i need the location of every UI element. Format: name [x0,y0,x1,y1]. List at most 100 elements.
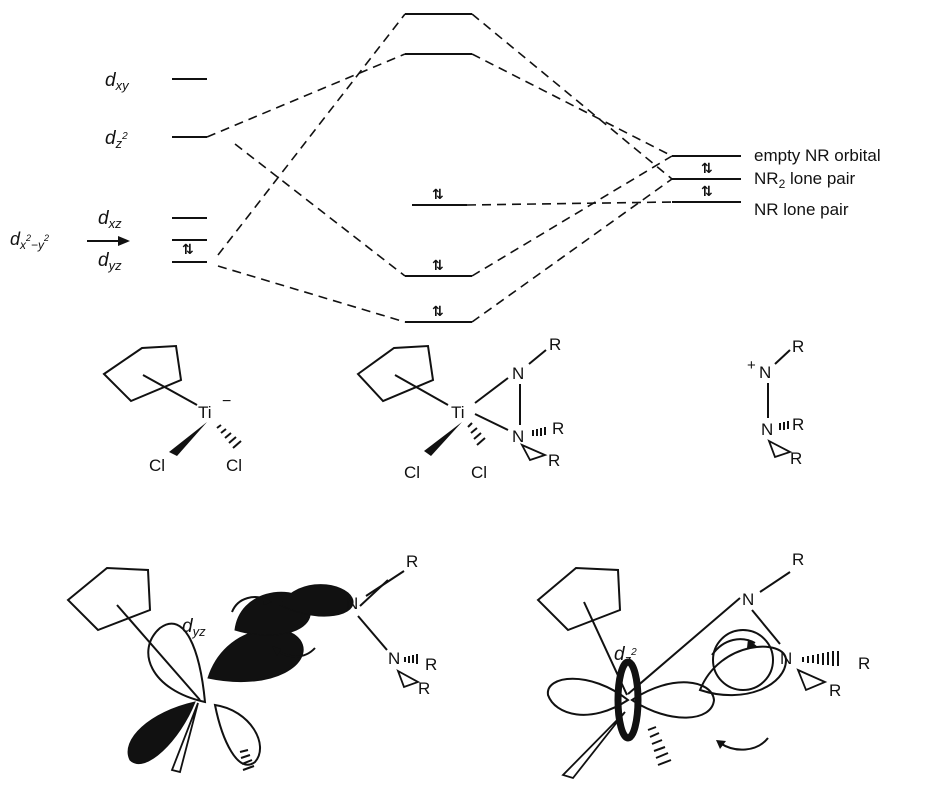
n-r-bond-4a [365,570,405,597]
r-upper-3: R [792,337,804,356]
r-lower-4: R [418,679,430,698]
label-dyz: dyz [98,250,122,273]
dz2-lobe-right [630,681,716,719]
hash-cl-right-1 [216,424,242,449]
n-upper-5: N [742,590,754,609]
cp-ti-bond-2 [394,374,449,406]
dyz-lobe-upper-left [147,622,207,704]
dz2-torus [614,658,642,742]
r-lower-5: R [829,681,841,700]
ti-n-upper-bond [474,377,509,404]
hash-cl-right-2 [467,422,486,446]
sketch-label-dz2: dz2 [614,644,637,667]
n-r-bond-2a [528,349,547,365]
n-lower-3: N [761,420,773,439]
spin-pair-nr2: ⇅ [701,161,713,177]
structure-nr-nr2-cation: + N R N R R [747,337,804,468]
ti-atom-2: Ti [451,403,465,422]
spin-pair-dx2y2: ⇅ [182,242,194,258]
r-right-3: R [792,415,804,434]
hash-lower-4 [647,726,672,766]
n-lone-pair-circle [712,629,774,691]
label-dx2y2: dx2−y2 [10,229,49,252]
hash-n-r-4 [404,654,418,664]
dz2-lobe-left [546,677,630,716]
cl-right-2: Cl [471,463,487,482]
n-p-lobe-sketch [698,645,788,697]
cl-left-2: Cl [404,463,420,482]
correlation-lines [206,13,673,323]
n-n-bond-5 [751,609,781,645]
corr-mo5-to-nr2 [471,178,673,323]
label-dxy: dxy [105,70,130,93]
spin-pair-mo3: ⇅ [432,187,444,203]
spin-pair-mo4: ⇅ [432,258,444,274]
wedge-lower-3 [170,702,199,774]
cp-ti-bond-1 [142,374,198,406]
right-levels [672,155,741,203]
corr-mo2-to-empty [471,53,673,157]
label-empty-nr-orbital: empty NR orbital [754,146,881,165]
electron-pairs: ⇅ ⇅ ⇅ ⇅ ⇅ ⇅ [182,161,713,320]
arrowhead-top-3 [262,596,272,605]
wedge-n-r-5 [796,668,828,692]
right-orbital-labels: empty NR orbital NR2 lone pair NR lone p… [754,146,881,219]
cp-ring-2 [356,344,435,403]
ti-charge-minus: − [222,393,231,410]
r-right-2: R [552,419,564,438]
ti-atom-1: Ti [198,403,212,422]
cp-ring-1 [102,344,183,403]
cp-ti-line-3 [116,604,201,701]
label-nr2-lone-pair: NR2 lone pair [754,169,856,191]
ti-n-lower-bond [474,413,509,431]
n-upper-3: N [759,363,771,382]
corr-mo3-to-nr [466,201,673,206]
dyz-lobe-lower-left [127,701,196,765]
cp-ring-4 [536,566,622,632]
r-right-4: R [425,655,437,674]
hash-n-r-5 [802,651,839,666]
structure-ti-hydrazido-complex: Ti N N R R R Cl Cl [356,335,564,482]
r-lower-3: R [790,449,802,468]
r-lower-2: R [548,451,560,470]
corr-dz2-to-mo4 [234,143,406,277]
ti-n-line-4 [627,597,741,695]
n-lower-4: N [388,649,400,668]
r-upper-4: R [406,552,418,571]
corr-dyz-to-mo1 [217,13,406,256]
arrowhead-top-4 [747,639,758,648]
arrowhead-bottom-4 [716,740,726,749]
label-dxz: dxz [98,208,122,231]
wedge-cl-left-1 [169,422,207,456]
n-n-bond-4 [357,615,388,651]
label-dz2: dz2 [105,128,128,151]
wedge-cl-left-2 [424,422,462,456]
wedge-n-r-2 [519,443,548,462]
n-lower-2: N [512,427,524,446]
r-right-5: R [858,654,870,673]
n-r-bond-3a [774,349,791,365]
spin-pair-mo5: ⇅ [432,304,444,320]
dyz-lobe-lower-right [213,703,261,766]
n-charge-plus: + [747,357,756,374]
wedge-lower-4 [561,711,626,780]
dyz-lobe-upper-right [207,628,304,683]
hash-n-r-2 [532,427,546,436]
middle-levels [405,13,472,323]
n-p-lobe-right [279,584,354,617]
dz2-orbital-sketch: dz2 N R N R R [536,550,870,780]
r-upper-5: R [792,550,804,569]
wedge-n-r-3 [767,439,793,459]
corr-dyz-to-mo5 [217,265,406,323]
hash-lower-3 [239,749,255,771]
n-upper-2: N [512,364,524,383]
corr-mo4-to-empty [471,155,673,277]
arrowhead-bottom-3 [272,646,281,656]
cp-ring-3 [66,566,152,632]
arrow-curve-bottom-4 [719,737,769,751]
structure-cp-ticl2-anion: Ti − Cl Cl [102,344,242,475]
corr-dz2-to-mo2 [206,53,406,138]
label-nr-lone-pair: NR lone pair [754,200,849,219]
